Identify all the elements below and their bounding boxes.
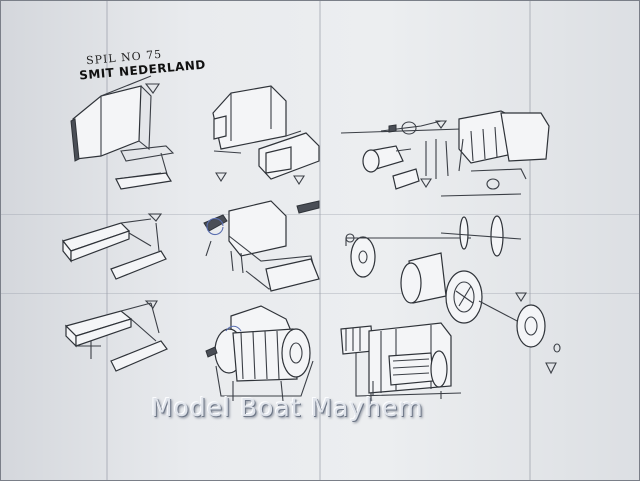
cover-housing-part [70, 75, 175, 190]
fold-line-horizontal-top [1, 214, 639, 215]
winch-drum-assembly [205, 305, 314, 402]
drum-exploded [345, 215, 561, 375]
gearbox-exploded [340, 110, 550, 197]
fold-line-vertical-mid [319, 1, 321, 480]
watermark-text: Model Boat Mayhem [151, 393, 424, 422]
motor-winch-assembly [340, 322, 462, 401]
fold-line-horizontal-bottom [1, 293, 639, 294]
fold-line-vertical-right [529, 1, 531, 480]
base-plate-part-2 [64, 300, 168, 372]
frame-assembly [203, 200, 320, 292]
base-plate-part-1 [61, 213, 167, 280]
gear-housing-assembly [212, 85, 320, 186]
